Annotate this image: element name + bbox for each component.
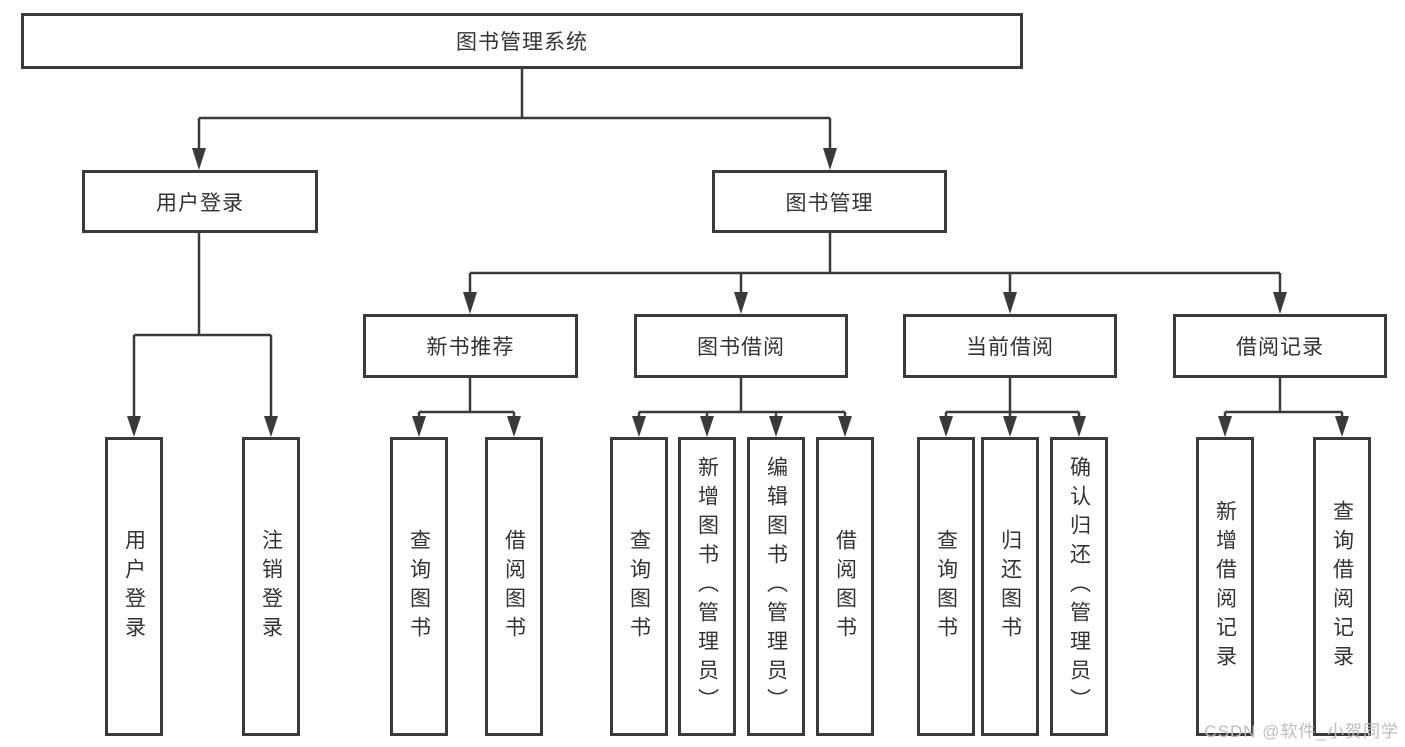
leaf-current-query: 查询图书 [917,437,975,736]
leaf-newbooks-query: 查询图书 [390,437,448,736]
node-book-borrow-label: 图书借阅 [697,336,785,359]
node-book-management-label: 图书管理 [785,191,874,215]
leaf-records-query: 查询借阅记录 [1313,437,1371,736]
node-book-borrow: 图书借阅 [634,314,848,378]
connector-book-management-children [463,233,1287,314]
leaf-logout: 注销登录 [242,437,300,736]
node-new-book-recommend-label: 新书推荐 [426,336,515,359]
leaf-borrow-query-label: 查询图书 [627,528,651,645]
leaf-user-login-label: 用户登录 [122,528,146,645]
node-book-management: 图书管理 [712,170,947,233]
node-current-borrow-label: 当前借阅 [966,336,1054,359]
connector-borrow-records-children [1218,378,1349,437]
node-current-borrow: 当前借阅 [903,314,1117,378]
node-root-label: 图书管理系统 [456,31,588,54]
leaf-borrow-edit-admin: 编辑图书（管理员） [747,437,805,736]
leaf-newbooks-borrow-label: 借阅图书 [502,528,526,645]
leaf-current-return-label: 归还图书 [998,528,1022,645]
leaf-newbooks-query-label: 查询图书 [407,528,431,645]
leaf-borrow-add-admin: 新增图书（管理员） [678,437,736,736]
node-borrow-records-label: 借阅记录 [1236,336,1324,359]
connector-book-borrow-children [632,378,852,437]
leaf-records-add: 新增借阅记录 [1196,437,1254,736]
connector-user-login-children [127,233,278,437]
node-borrow-records: 借阅记录 [1173,314,1387,378]
csdn-watermark: CSDN @软件_小贺同学 [1204,722,1399,741]
leaf-records-query-label: 查询借阅记录 [1330,499,1354,674]
node-root: 图书管理系统 [21,13,1023,69]
leaf-current-return: 归还图书 [981,437,1039,736]
leaf-borrow-edit-admin-label: 编辑图书（管理员） [764,456,788,717]
leaf-logout-label: 注销登录 [259,528,283,645]
leaf-current-confirm-admin: 确认归还（管理员） [1050,437,1108,736]
leaf-user-login: 用户登录 [105,437,163,736]
leaf-newbooks-borrow: 借阅图书 [485,437,543,736]
connector-new-book-children [412,378,521,437]
leaf-borrow-query: 查询图书 [610,437,668,736]
leaf-borrow-add-admin-label: 新增图书（管理员） [695,456,719,717]
leaf-borrow-borrow: 借阅图书 [816,437,874,736]
connector-current-borrow-children [939,378,1086,437]
leaf-current-query-label: 查询图书 [934,528,958,645]
leaf-records-add-label: 新增借阅记录 [1213,499,1237,674]
connector-root-to-level2 [192,69,837,170]
leaf-borrow-borrow-label: 借阅图书 [833,528,857,645]
node-user-login-label: 用户登录 [156,191,244,215]
leaf-current-confirm-admin-label: 确认归还（管理员） [1067,456,1091,717]
node-user-login: 用户登录 [82,170,318,233]
node-new-book-recommend: 新书推荐 [363,314,578,378]
